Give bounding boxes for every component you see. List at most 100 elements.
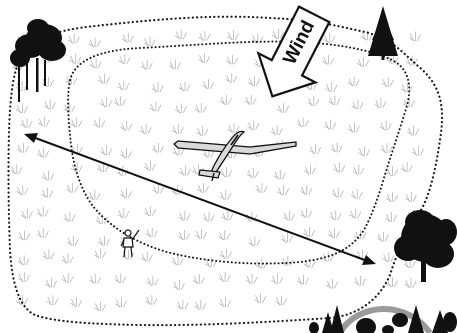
- grass-tuft: [325, 120, 336, 129]
- grass-tuft: [412, 146, 423, 155]
- grass-tuft: [141, 60, 152, 69]
- grass-tuft: [199, 53, 210, 62]
- tree-cluster: [10, 19, 66, 102]
- grass-tuft: [219, 272, 230, 281]
- grass-tuft: [352, 100, 363, 109]
- grass-tuft: [98, 74, 109, 83]
- grass-tuft: [120, 149, 131, 158]
- grass-tuft: [71, 163, 82, 172]
- grass-tuft: [226, 73, 237, 82]
- grass-tuft: [301, 208, 312, 217]
- grass-tuft: [37, 228, 48, 237]
- grass-tuft: [141, 252, 152, 261]
- grass-tuft: [152, 83, 163, 92]
- grass-tuft: [152, 143, 163, 152]
- grass-tuft: [38, 117, 49, 126]
- grass-tuft: [17, 143, 28, 152]
- grass-tuft: [304, 165, 315, 174]
- grass-tuft: [310, 145, 321, 154]
- grass-tuft: [146, 228, 157, 237]
- grass-tuft: [331, 143, 342, 152]
- grass-tuft: [354, 276, 365, 285]
- grass-tuft: [297, 275, 308, 284]
- grass-tuft: [405, 192, 416, 201]
- grass-tuft: [101, 146, 112, 155]
- grass-tuft: [43, 171, 54, 180]
- grass-tuft: [175, 30, 186, 39]
- grass-tuft: [16, 81, 27, 90]
- grass-tuft: [18, 272, 29, 281]
- grass-tuft: [122, 33, 133, 42]
- grass-tuft: [173, 280, 184, 289]
- grass-tuft: [94, 302, 105, 311]
- grass-tuft: [334, 163, 345, 172]
- grass-tuft: [64, 212, 75, 221]
- grass-tuft: [11, 165, 22, 174]
- grass-tuft: [375, 99, 386, 108]
- grass-tuft: [246, 274, 257, 283]
- grass-tuft: [120, 189, 131, 198]
- grass-tuft: [271, 126, 282, 135]
- grass-tuft: [401, 163, 412, 172]
- grass-tuft: [144, 37, 155, 46]
- grass-tuft: [150, 102, 161, 111]
- grass-tuft: [90, 274, 101, 283]
- grass-tuft: [220, 249, 231, 258]
- grass-tuft: [297, 118, 308, 127]
- grass-tuft: [387, 167, 398, 176]
- grass-tuft: [255, 294, 266, 303]
- grass-tuft: [304, 228, 315, 237]
- grass-tuft: [274, 170, 285, 179]
- grass-tuft: [272, 274, 283, 283]
- grass-tuft: [348, 77, 359, 86]
- grass-tuft: [256, 259, 267, 268]
- grass-tuft: [330, 211, 341, 220]
- grass-tuft: [68, 34, 79, 43]
- grass-tuft: [219, 231, 230, 240]
- double-headed-arrow: [24, 133, 376, 265]
- grass-tuft: [222, 211, 233, 220]
- grass-tuft: [71, 297, 82, 306]
- grass-tuft: [276, 296, 287, 305]
- grass-tuft: [326, 83, 337, 92]
- grass-tuft: [94, 249, 105, 258]
- grass-tuft: [118, 209, 129, 218]
- grass-tuft: [326, 279, 337, 288]
- grass-tuft: [278, 186, 289, 195]
- grass-tuft: [67, 183, 78, 192]
- grass-tuft: [272, 30, 283, 39]
- grass-tuft: [195, 103, 206, 112]
- grass-tuft: [195, 300, 206, 309]
- grass-tuft: [179, 211, 190, 220]
- grass-tuft: [359, 147, 370, 156]
- grass-tuft: [329, 96, 340, 105]
- grass-tuft: [220, 95, 231, 104]
- grass-tuft: [197, 126, 208, 135]
- grass-tuft: [351, 189, 362, 198]
- grass-tuft: [172, 256, 183, 265]
- grass-tuft: [90, 59, 101, 68]
- grass-tuft: [383, 253, 394, 262]
- grass-tuft: [42, 188, 53, 197]
- grass-tuft: [278, 103, 289, 112]
- grass-tuft: [197, 183, 208, 192]
- grass-tuft: [47, 296, 58, 305]
- grass-tuft: [382, 77, 393, 86]
- grass-tuft: [377, 232, 388, 241]
- grass-tuft: [19, 231, 30, 240]
- grass-tuft: [380, 121, 391, 130]
- grass-tuft: [177, 300, 188, 309]
- grass-tuft: [228, 123, 239, 132]
- grass-tuft: [70, 54, 81, 63]
- grass-tuft: [146, 295, 157, 304]
- grass-tuft: [247, 168, 258, 177]
- grass-tuft: [99, 236, 110, 245]
- grass-tuft: [172, 124, 183, 133]
- grass-tuft: [226, 55, 237, 64]
- grass-tuft: [405, 278, 416, 287]
- grass-tuft: [89, 38, 100, 47]
- grass-tuft: [178, 230, 189, 239]
- grass-tuft: [115, 274, 126, 283]
- wind-arrow: Wind: [244, 0, 343, 111]
